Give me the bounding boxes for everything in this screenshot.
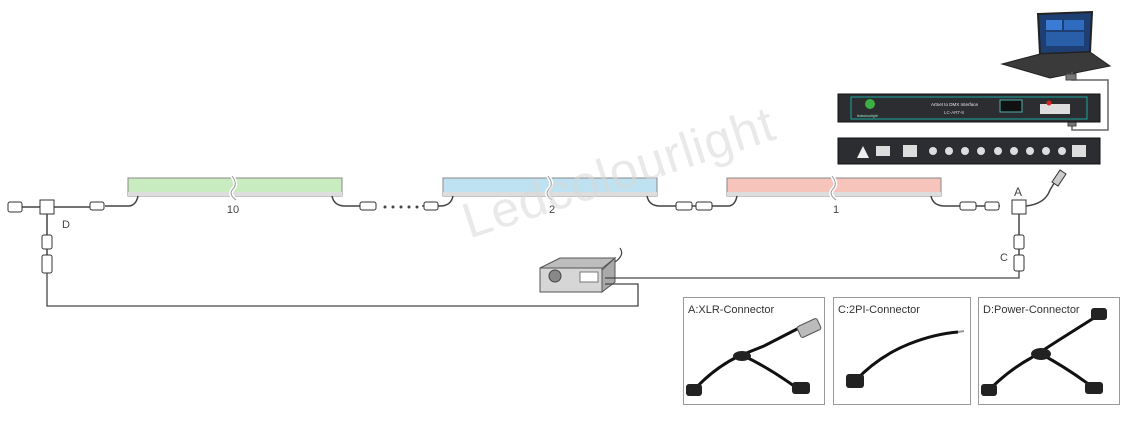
connector-title-power: D:Power-Connector (983, 304, 1080, 316)
bar-number-2: 2 (549, 204, 555, 216)
artnet-controller (837, 93, 1101, 123)
lcd-display (999, 99, 1023, 113)
connector-box-2pin: C:2PI-Connector (833, 297, 971, 405)
controller-back-panel (837, 137, 1101, 165)
connector-title-2pin: C:2PI-Connector (838, 304, 920, 316)
connector-title-xlr: A:XLR-Connector (688, 304, 775, 316)
controller-name: Artnet to DMX Interface (931, 102, 979, 107)
controller-brand: ledcolourlight (857, 114, 878, 118)
connector-box-xlr: A:XLR-Connector (683, 297, 825, 405)
label-d: D (62, 219, 70, 231)
xlr-t-connector-a (1011, 169, 1067, 272)
label-a: A (1014, 185, 1022, 199)
power-connector-icon (981, 308, 1107, 396)
brand-logo-icon (865, 99, 875, 109)
connector-box-power: D:Power-Connector (978, 297, 1120, 405)
xlr-port-icon (929, 147, 937, 155)
bar-number-1: 1 (833, 204, 839, 216)
inline-connector-icon (89, 201, 1000, 211)
bar-number-10: 10 (227, 204, 239, 216)
2pin-connector-icon (846, 330, 965, 388)
power-socket-icon (876, 146, 890, 156)
xlr-connector-icon (686, 318, 822, 396)
bar-cables (105, 195, 1000, 207)
laptop-icon (1000, 10, 1112, 79)
controller-ports (1040, 104, 1070, 114)
led-bar-10 (127, 174, 343, 202)
power-wires (46, 271, 1020, 307)
controller-model: LC-ART-8 (944, 110, 964, 115)
power-supply (539, 247, 623, 294)
led-bar-1 (726, 174, 942, 202)
fan-icon (548, 269, 562, 283)
power-t-connector-d (7, 199, 90, 274)
label-c: C (1000, 252, 1008, 264)
led-bar-2 (442, 174, 658, 202)
continuation-dots (383, 205, 419, 209)
